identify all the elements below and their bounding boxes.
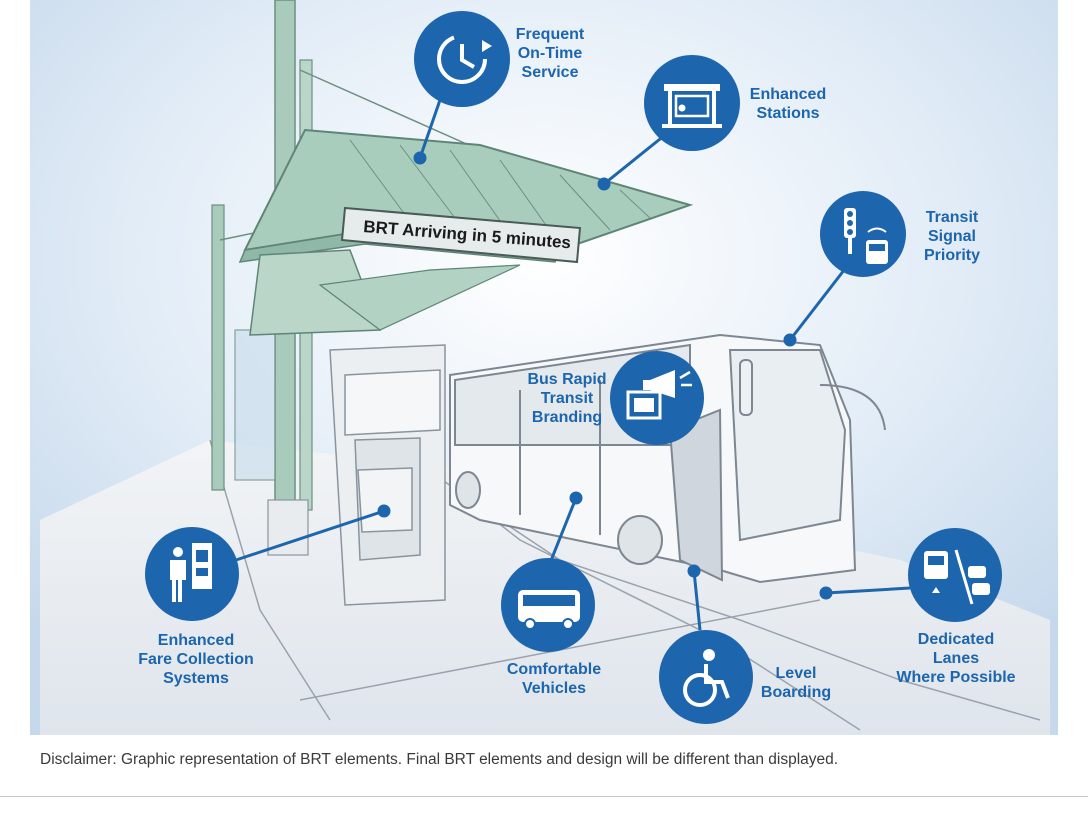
bus-lane-icon <box>908 528 1002 622</box>
label-line: Transit <box>540 390 594 407</box>
disclaimer-text: Disclaimer: Graphic representation of BR… <box>40 751 839 768</box>
label-line: Systems <box>163 670 229 687</box>
label-fare-collection: Enhanced Fare Collection Systems <box>126 631 266 688</box>
label-line: Transit <box>925 209 979 226</box>
label-transit-signal-priority: Transit Signal Priority <box>912 208 992 265</box>
label-line: Comfortable <box>506 661 602 678</box>
label-line: Signal <box>927 228 976 245</box>
leader-lines <box>235 99 911 631</box>
label-line: Frequent <box>515 26 585 43</box>
label-line: Fare Collection <box>138 651 254 668</box>
divider <box>0 796 1088 797</box>
label-level-boarding: Level Boarding <box>752 664 840 702</box>
label-enhanced-stations: Enhanced Stations <box>740 85 836 123</box>
label-brt-branding: Bus Rapid Transit Branding <box>521 370 613 427</box>
label-line: On-Time <box>517 45 583 62</box>
label-line: Where Possible <box>896 669 1016 686</box>
label-line: Vehicles <box>521 680 587 697</box>
label-line: Level <box>775 665 817 682</box>
traffic-signal-bus-icon <box>820 191 906 277</box>
station-shelter-icon <box>644 55 740 151</box>
label-line: Enhanced <box>157 632 235 649</box>
label-dedicated-lanes: Dedicated Lanes Where Possible <box>888 630 1024 687</box>
label-line: Service <box>521 64 579 81</box>
megaphone-screen-icon <box>610 351 704 445</box>
bus-icon <box>501 558 595 652</box>
label-comfortable-vehicles: Comfortable Vehicles <box>494 660 614 698</box>
label-line: Priority <box>923 247 980 264</box>
label-line: Dedicated <box>917 631 995 648</box>
ticket-machine-icon <box>145 527 239 621</box>
label-line: Enhanced <box>749 86 827 103</box>
label-line: Branding <box>531 409 603 426</box>
wheelchair-icon <box>659 630 753 724</box>
label-line: Bus Rapid <box>527 371 607 388</box>
label-line: Stations <box>756 105 820 122</box>
label-line: Boarding <box>760 684 832 701</box>
fare-kiosk <box>329 344 446 606</box>
clock-icon <box>414 11 510 107</box>
label-frequent-service: Frequent On-Time Service <box>504 25 596 82</box>
label-line: Lanes <box>932 650 980 667</box>
